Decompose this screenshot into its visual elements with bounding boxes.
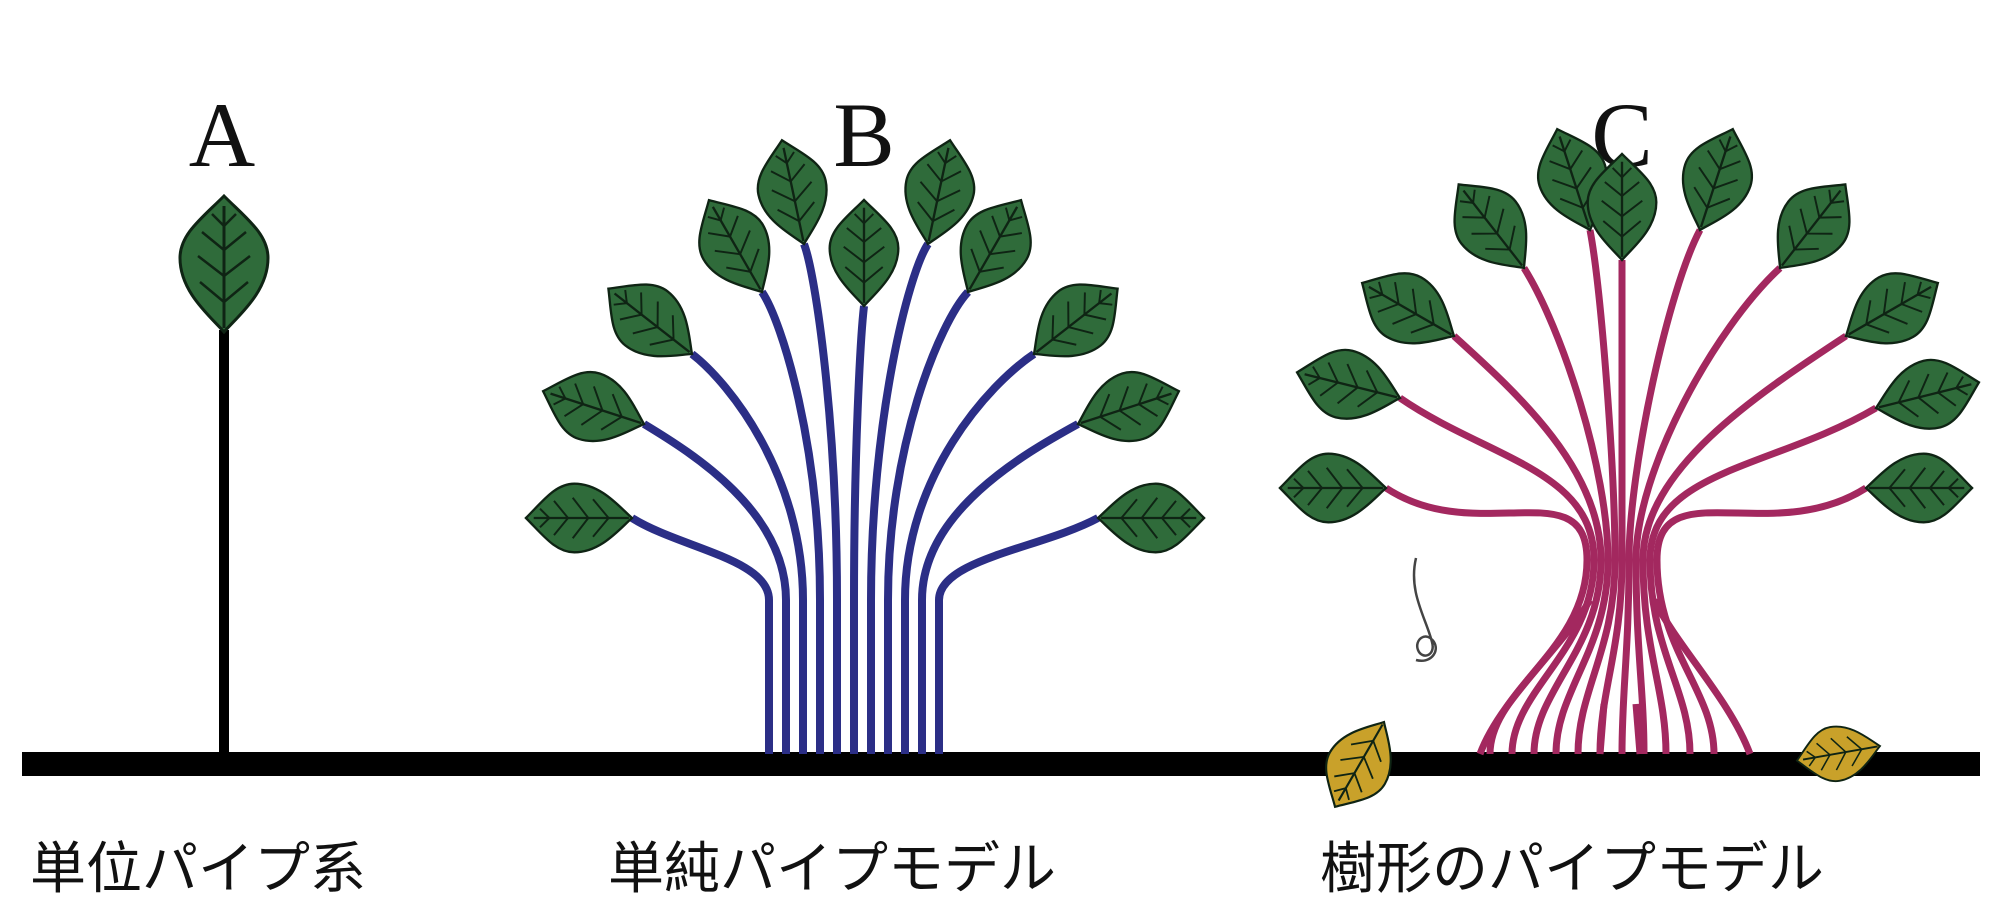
tree-pipe-dead	[1650, 598, 1754, 756]
panel-letter-b: B	[833, 84, 894, 186]
tree-pipe	[1574, 229, 1619, 755]
simple-pipe-bundle	[629, 241, 1100, 754]
tree-pipe	[1618, 228, 1704, 755]
leaf-icon	[178, 194, 270, 334]
panel-c-tree-pipe-model	[1278, 117, 1989, 824]
leaf-icon	[1866, 347, 1989, 443]
leaf-icon	[1827, 252, 1957, 367]
tree-pipe-leaves	[1278, 117, 1989, 524]
leaf-icon	[1278, 452, 1388, 524]
leaf-icon	[1751, 162, 1874, 291]
simple-pipe	[884, 289, 971, 754]
leaf-icon	[1430, 162, 1553, 291]
leaf-icon	[524, 482, 634, 554]
fallen-leaf-icon	[1791, 718, 1886, 789]
tree-pipe-stub	[1596, 703, 1608, 755]
leaf-icon	[1666, 117, 1767, 242]
caption-tree-pipe-model: 樹形のパイプモデル	[1320, 837, 1824, 902]
leaf-icon	[1096, 482, 1206, 554]
tree-pipe	[1384, 485, 1591, 755]
leaf-icon	[531, 357, 656, 458]
caption-unit-pipe-system: 単位パイプ系	[30, 837, 366, 902]
panel-letter-a: A	[189, 84, 255, 186]
simple-pipe	[758, 289, 824, 754]
panel-a-unit-pipe	[178, 194, 270, 754]
leaf-icon	[1066, 357, 1191, 458]
tree-pipe	[1596, 260, 1626, 755]
simple-pipe	[800, 242, 841, 754]
falling-leaf-trail	[1412, 557, 1437, 663]
tree-pipe	[1398, 395, 1598, 755]
leaf-icon	[1343, 252, 1473, 367]
tree-pipe	[1632, 265, 1783, 755]
tree-pipe	[1646, 404, 1878, 755]
tree-pipe	[1639, 333, 1848, 755]
leaf-icon	[828, 198, 900, 308]
tree-pipe	[1451, 333, 1605, 755]
leaf-icon	[1864, 452, 1974, 524]
tree-pipe-bundle	[1384, 228, 1878, 756]
tree-pipe	[1521, 266, 1612, 755]
leaf-icon	[586, 260, 715, 383]
simple-pipe	[918, 420, 1080, 754]
panel-b-simple-pipe-model	[524, 131, 1206, 754]
simple-pipe	[867, 241, 932, 754]
simple-pipe	[850, 305, 868, 754]
caption-simple-pipe-model: 単純パイプモデル	[608, 837, 1056, 902]
simple-pipe	[935, 514, 1100, 754]
leaf-icon	[1287, 337, 1410, 433]
tree-pipe	[1653, 485, 1868, 755]
simple-pipe	[901, 350, 1037, 754]
tree-pipe-dead	[1476, 598, 1594, 756]
simple-pipe	[689, 350, 807, 754]
simple-pipe	[629, 514, 773, 754]
tree-pipe-stub	[1632, 703, 1644, 755]
simple-pipe-leaves	[524, 131, 1206, 554]
simple-pipe	[641, 420, 790, 754]
ground-line	[22, 752, 1980, 776]
leaf-icon	[1011, 260, 1140, 383]
